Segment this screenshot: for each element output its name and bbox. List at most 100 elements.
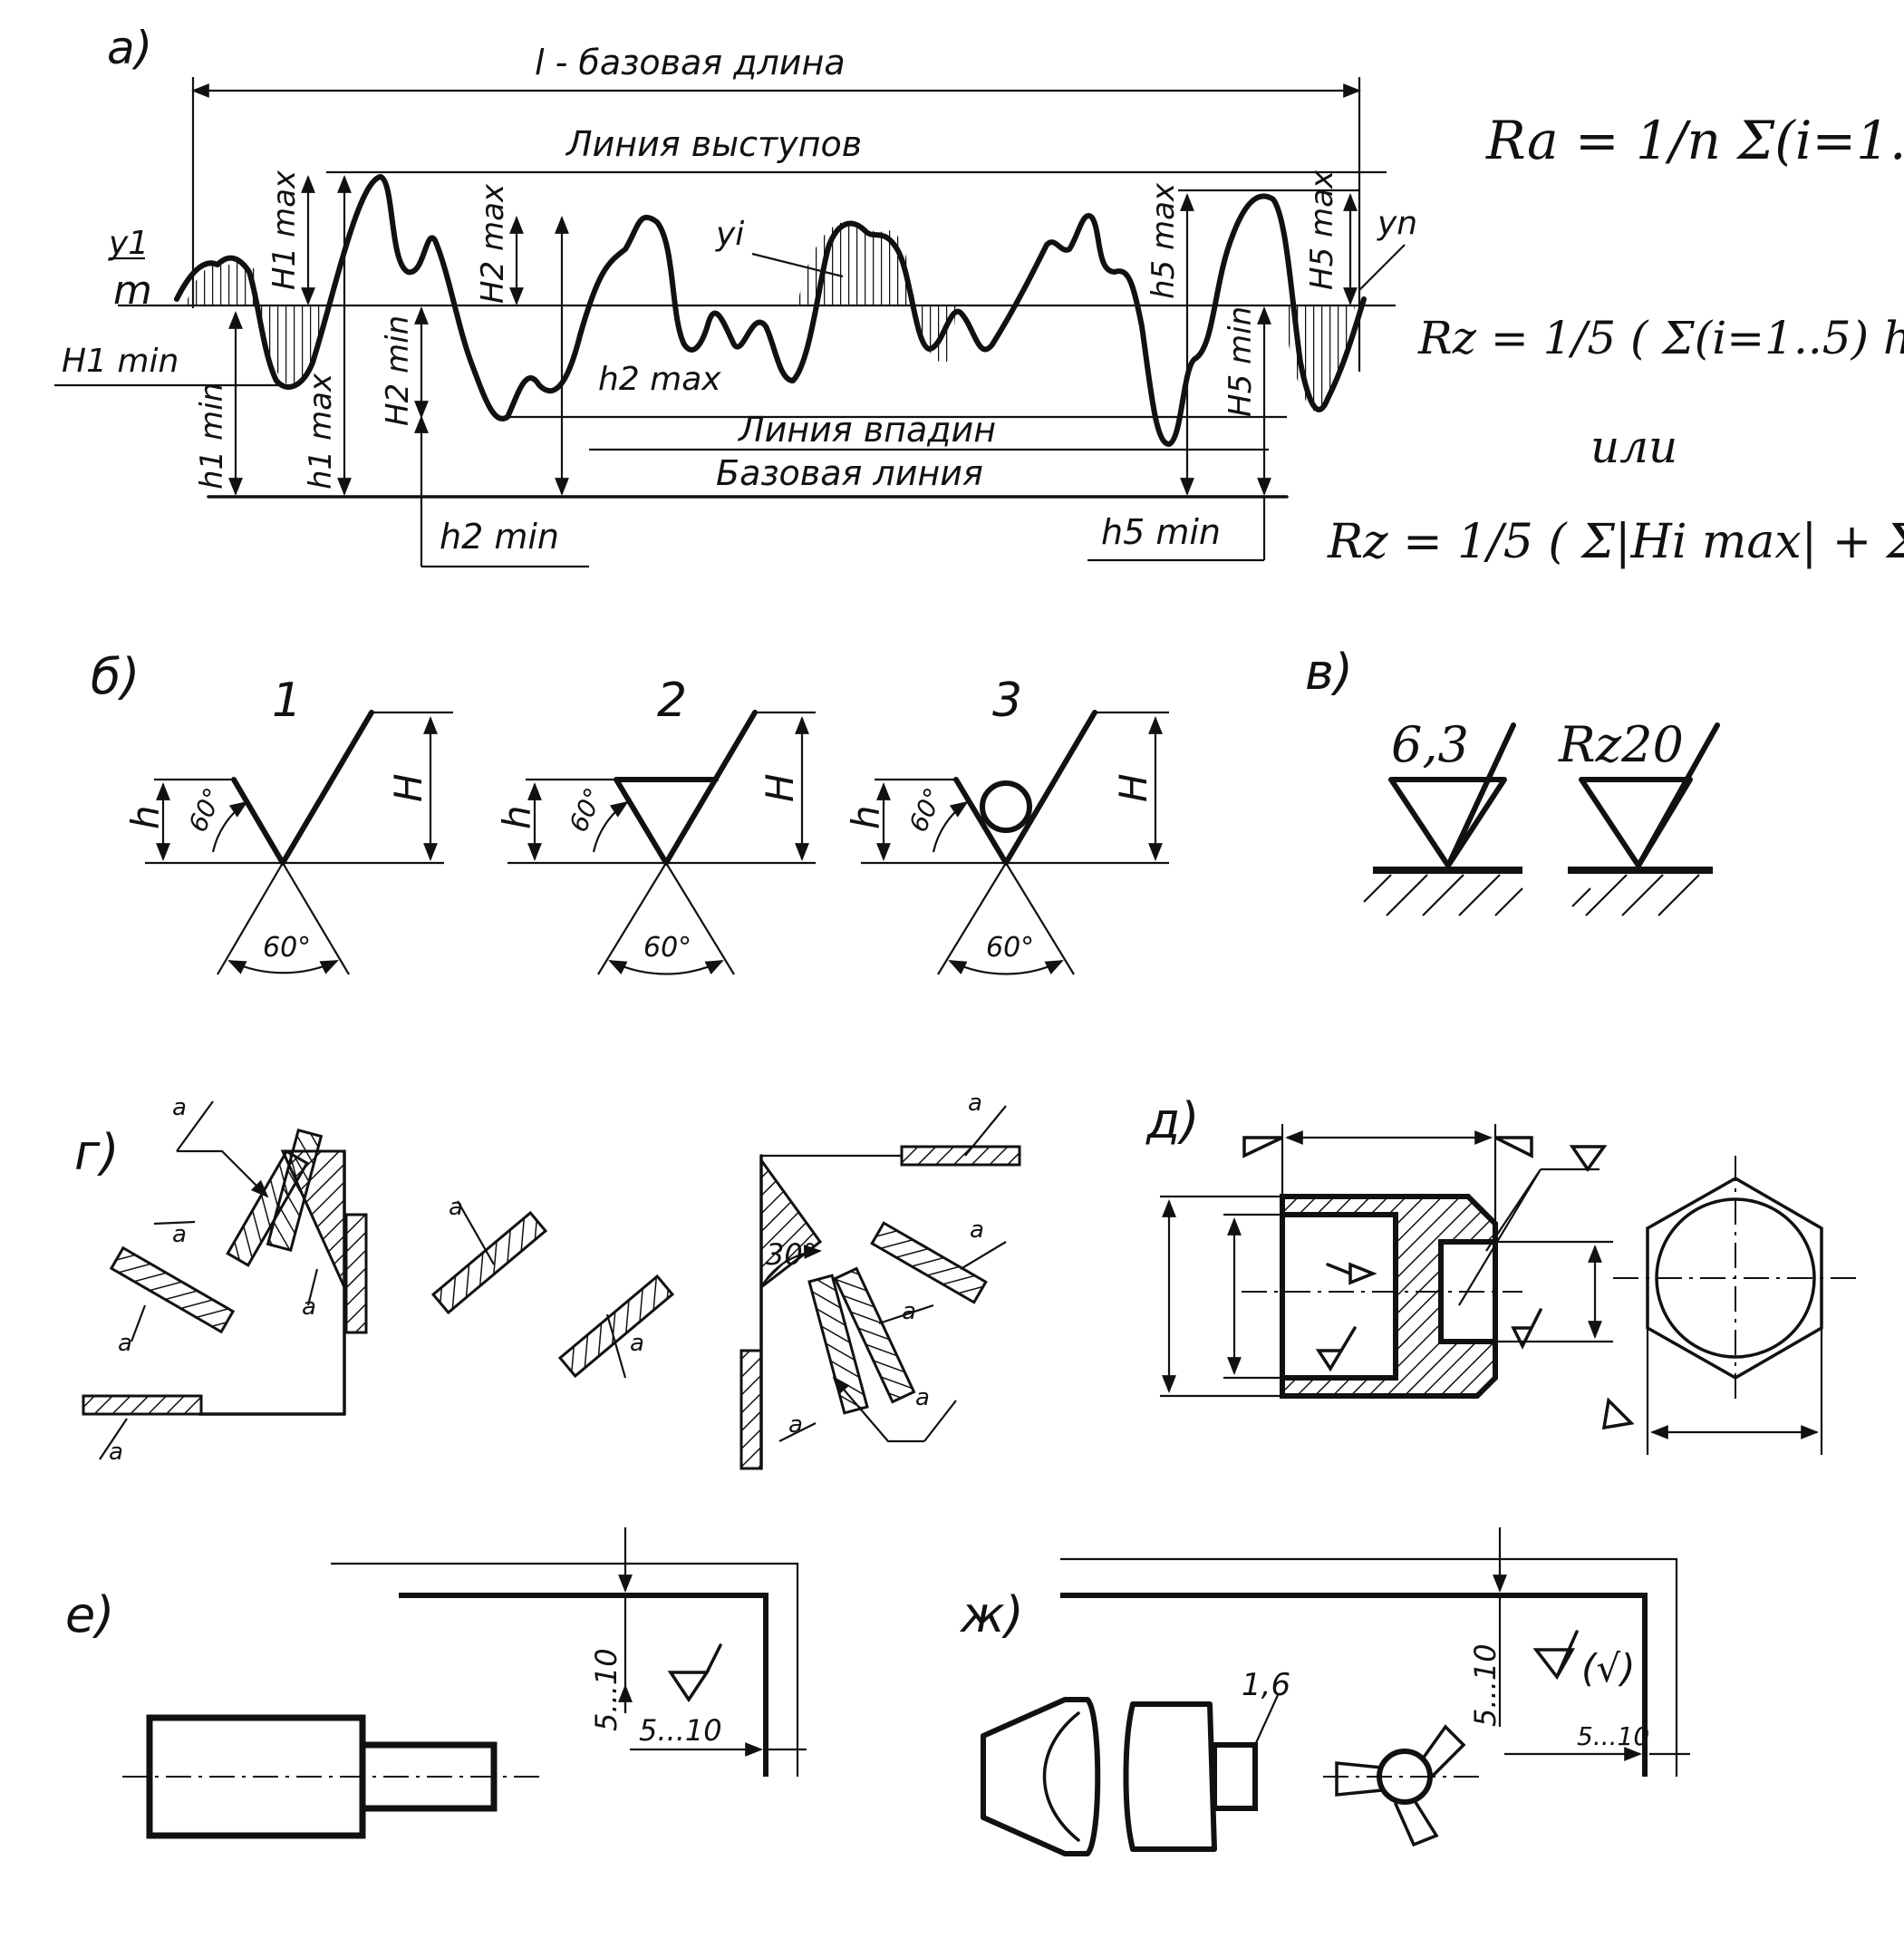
symbol-variant-1: 1 h H 60° 60°	[123, 673, 453, 975]
zh-mark-value: 1,6	[1242, 1667, 1290, 1703]
g-tick-mid-1	[457, 1200, 495, 1265]
panel-d-part: д)	[1145, 1092, 1858, 1455]
d-leaders	[1458, 1168, 1542, 1306]
variant-1-sign	[231, 710, 374, 866]
variant-1-angle-arc	[211, 800, 248, 853]
zh-sign	[1532, 1630, 1579, 1681]
d-sign-3	[1569, 1145, 1608, 1173]
plate-wall-right	[739, 1349, 763, 1470]
variant-1-H-label: H	[386, 773, 430, 802]
plate-wall-left	[344, 1213, 368, 1334]
e-sign	[667, 1643, 722, 1703]
panel-v-tag: в)	[1305, 644, 1353, 701]
g-a-r-2: a	[970, 1216, 984, 1244]
variant-1-angle-bottom-arc	[227, 960, 339, 974]
plate-rot-5	[833, 1266, 916, 1404]
mark-surface-hatch-2	[1571, 874, 1700, 916]
variant-1-h-label: h	[123, 805, 168, 829]
plate-mid-1	[430, 1210, 548, 1315]
h1min-label: h1 min	[194, 383, 230, 489]
d-sign-hole	[1511, 1308, 1542, 1350]
g-leader-1	[176, 1100, 267, 1197]
zh-dim1-label: 5...10	[1468, 1643, 1503, 1727]
formula-ra: Ra = 1/n Σ(i=1..n) |yi| ;	[1485, 110, 1904, 171]
panel-g-tag: г)	[74, 1124, 119, 1181]
d-sign-hex	[1601, 1397, 1635, 1430]
yn-leader	[1358, 244, 1406, 291]
g-a-1: a	[172, 1094, 187, 1121]
H2max-label: H2 max	[475, 183, 511, 304]
plate-mid-2	[557, 1274, 675, 1379]
mark-value-1: 6,3	[1391, 716, 1469, 773]
g-angle-label: 30°	[766, 1237, 817, 1272]
variant-2-cone-right	[665, 862, 735, 975]
panel-b-tag: б)	[91, 648, 140, 705]
H1max-label: H1 max	[266, 170, 303, 290]
plate-top-right	[900, 1145, 1021, 1167]
panel-e-placement: е) 5...10 5...10	[65, 1527, 807, 1839]
variant-3-H-label: H	[1111, 773, 1155, 802]
g-tick-mid-2	[605, 1313, 627, 1379]
variant-3-angle-bottom: 60°	[986, 932, 1034, 964]
H1min-label: H1 min	[62, 343, 179, 380]
panel-zh-placement: ж) 5...10 (√) 5...10 1,6	[959, 1527, 1690, 1856]
mark-value-2: Rz20	[1558, 716, 1684, 773]
formula-rz1: Rz = 1/5 ( Σ(i=1..5) hi max − Σ(i=1..5) …	[1417, 312, 1904, 364]
panel-d-tag: д)	[1145, 1092, 1199, 1149]
symbol-variant-3: 3 h H 60° 60°	[844, 673, 1169, 975]
profile-hatch-4	[915, 305, 956, 363]
variant-1-cone-right	[282, 862, 350, 975]
variant-3-cone-left	[937, 862, 1007, 975]
y1-label: y1	[108, 225, 149, 262]
g-tick-r-1	[964, 1105, 1007, 1157]
or-label: или	[1590, 421, 1677, 473]
g-a-mid-2: a	[630, 1330, 644, 1357]
h2min-label: h2 min	[440, 517, 559, 557]
e-dim2-label: 5...10	[639, 1713, 722, 1748]
variant-2-angle-bottom-arc	[608, 960, 724, 975]
e-dim1-label: 5...10	[589, 1648, 623, 1731]
variant-2-h-label: h	[495, 805, 539, 829]
profile-curve	[174, 174, 1367, 447]
g-a-2: a	[172, 1221, 187, 1248]
panel-e-tag: е)	[65, 1586, 114, 1643]
fork-part	[981, 1697, 1101, 1856]
g-a-r-1: a	[968, 1090, 982, 1117]
profile-hatch-5	[1282, 305, 1355, 412]
plate-rot-3	[109, 1245, 236, 1334]
variant-3-h-label: h	[844, 805, 888, 829]
panel-a-tag: а)	[107, 22, 152, 74]
g-tick-r-5	[778, 1422, 817, 1442]
g-tick-3	[130, 1304, 147, 1342]
formulas: Ra = 1/n Σ(i=1..n) |yi| ; Rz = 1/5 ( Σ(i…	[1327, 110, 1904, 569]
yi-label: yi	[715, 216, 744, 253]
variant-3-angle-arc	[932, 800, 969, 853]
variant-2-angle-bottom: 60°	[643, 932, 691, 964]
variant-2-H-label: H	[758, 773, 802, 802]
variant-2-sign	[614, 710, 758, 866]
variant-2-number: 2	[657, 673, 687, 728]
plate-rot-4	[807, 1274, 869, 1415]
zh-alt-sign: (√)	[1581, 1646, 1636, 1691]
variant-3-circle	[980, 780, 1032, 833]
g-tick-r-3	[878, 1303, 934, 1325]
d-sign-2	[1494, 1136, 1533, 1158]
g-tick-2	[153, 1220, 196, 1226]
body-stub	[1212, 1742, 1258, 1811]
h5min-label: h5 min	[1101, 512, 1221, 552]
h5max-label: h5 max	[1145, 182, 1182, 299]
variant-2-cone-left	[597, 862, 667, 975]
frame-e-outer	[331, 1562, 799, 1777]
H2min-label: H2 min	[380, 315, 416, 426]
base-line-label: Базовая линия	[716, 453, 983, 493]
symbol-variant-2: 2 h H 60° 60°	[495, 673, 816, 975]
mark-surface-hatch-1	[1363, 874, 1523, 916]
d-sign-1	[1242, 1136, 1283, 1158]
g-a-r-4: a	[915, 1384, 930, 1411]
d-sign-bore-2	[1315, 1326, 1357, 1372]
mark-sign-1	[1388, 722, 1516, 868]
h1max-label: h1 max	[303, 373, 339, 489]
g-a-5: a	[109, 1439, 123, 1466]
variant-3-cone-right	[1005, 862, 1075, 975]
g-a-r-3: a	[902, 1298, 916, 1325]
